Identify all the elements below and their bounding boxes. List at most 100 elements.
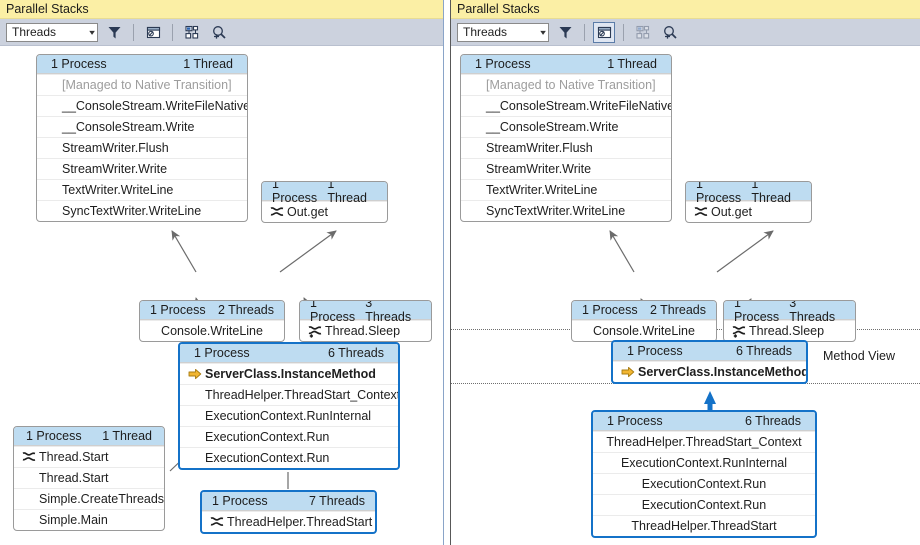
stack-frame-row[interactable]: ThreadHelper.ThreadStart_Context (593, 431, 815, 452)
frame-label: ThreadHelper.ThreadStart (631, 519, 777, 533)
view-mode-select[interactable]: Threads ▾ (457, 22, 549, 42)
frame-label: ExecutionContext.Run (641, 477, 767, 491)
stack-frame-row[interactable]: ThreadHelper.ThreadStart (593, 515, 815, 536)
stack-frame-row[interactable]: SyncTextWriter.WriteLine (461, 200, 671, 221)
node-header: 1 Process 2 Threads (572, 301, 716, 320)
process-count: 1 Process (310, 300, 356, 324)
stack-frame-row[interactable]: ExecutionContext.Run (180, 447, 398, 468)
stack-canvas-left: 1 Process 1 Thread [Managed to Native Tr… (0, 46, 443, 545)
stack-frame-row[interactable]: __ConsoleStream.Write (37, 116, 247, 137)
process-count: 1 Process (51, 57, 107, 71)
toolbar-left: Threads ▾ (0, 19, 443, 46)
frame-label: SyncTextWriter.WriteLine (486, 204, 626, 218)
view-mode-value: Threads (463, 25, 508, 39)
frame-label: ExecutionContext.RunInternal (620, 456, 788, 470)
method-view-icon[interactable] (142, 22, 164, 43)
stack-frame-row[interactable]: SyncTextWriter.WriteLine (37, 200, 247, 221)
panel-title-bar-right: Parallel Stacks (451, 0, 920, 19)
thread-count: 2 Threads (217, 303, 274, 317)
node-outget[interactable]: 1 Process 1 Thread Out.get (685, 181, 812, 223)
threads-icon (22, 451, 39, 463)
parallel-stacks-panel-left: Parallel Stacks Threads ▾ (0, 0, 443, 545)
process-count: 1 Process (212, 494, 268, 508)
frame-label: [Managed to Native Transition] (62, 78, 232, 92)
node-outget[interactable]: 1 Process 1 Thread Out.get (261, 181, 388, 223)
frame-label: Out.get (711, 205, 752, 219)
stack-frame-row-current[interactable]: ServerClass.InstanceMethod (613, 361, 806, 382)
thread-count: 1 Thread (327, 181, 367, 205)
stack-frame-row[interactable]: ExecutionContext.Run (593, 473, 815, 494)
frame-label: Thread.Start (39, 450, 109, 464)
stack-frame-row[interactable]: ExecutionContext.Run (180, 426, 398, 447)
stack-frame-row[interactable]: ExecutionContext.RunInternal (593, 452, 815, 473)
stack-frame-row[interactable]: __ConsoleStream.WriteFileNative (37, 95, 247, 116)
node-threadhelper-threadstart[interactable]: 1 Process 7 Threads ThreadHelper.ThreadS… (200, 490, 377, 534)
stack-frame-row[interactable]: ExecutionContext.Run (593, 494, 815, 515)
threads-plus-icon (308, 325, 325, 338)
chevron-down-icon: ▾ (89, 27, 95, 37)
stack-frame-row[interactable]: [Managed to Native Transition] (461, 74, 671, 95)
stack-frame-row[interactable]: StreamWriter.Flush (461, 137, 671, 158)
node-syncwriter[interactable]: 1 Process 1 Thread [Managed to Native Tr… (460, 54, 672, 222)
view-mode-value: Threads (12, 25, 57, 39)
stack-frame-row[interactable]: __ConsoleStream.WriteFileNative (461, 95, 671, 116)
frame-label: ServerClass.InstanceMethod (638, 365, 808, 379)
stack-canvas-right: Method View 1 Process 1 Thread [Managed … (451, 46, 920, 545)
node-threadsleep[interactable]: 1 Process 3 Threads Thread.Sleep (723, 300, 856, 342)
frame-label: __ConsoleStream.Write (62, 120, 195, 134)
toolbar-separator (623, 23, 624, 41)
stack-frame-row[interactable]: Thread.Start (14, 446, 164, 467)
node-header: 1 Process 1 Thread (461, 55, 671, 74)
node-callers-stack[interactable]: 1 Process 6 Threads ThreadHelper.ThreadS… (591, 410, 817, 538)
method-view-icon[interactable] (593, 21, 615, 43)
frame-label: ExecutionContext.Run (205, 451, 330, 465)
node-header: 1 Process 6 Threads (613, 342, 806, 361)
stack-frame-row[interactable]: ThreadHelper.ThreadStart_Context (180, 384, 398, 405)
process-count: 1 Process (582, 303, 638, 317)
node-threadsleep[interactable]: 1 Process 3 Threads Thread.Sleep (299, 300, 432, 342)
stack-frame-row[interactable]: Out.get (262, 201, 387, 222)
stack-frame-row[interactable]: TextWriter.WriteLine (37, 179, 247, 200)
thread-count: 6 Threads (735, 344, 792, 358)
stack-frame-row[interactable]: TextWriter.WriteLine (461, 179, 671, 200)
chevron-down-icon: ▾ (540, 27, 546, 37)
stack-frame-row[interactable]: StreamWriter.Flush (37, 137, 247, 158)
stack-frame-row[interactable]: ExecutionContext.RunInternal (180, 405, 398, 426)
node-serverclass-instancemethod[interactable]: 1 Process 6 Threads ServerClass.Instance… (178, 342, 400, 470)
stack-frame-row[interactable]: Simple.Main (14, 509, 164, 530)
node-serverclass-instancemethod[interactable]: 1 Process 6 Threads ServerClass.Instance… (611, 340, 808, 384)
filter-icon[interactable] (103, 22, 125, 43)
stack-frame-row[interactable]: __ConsoleStream.Write (461, 116, 671, 137)
show-stacks-icon[interactable] (181, 22, 203, 43)
frame-label: StreamWriter.Flush (62, 141, 169, 155)
filter-icon[interactable] (554, 22, 576, 43)
node-header: 1 Process 1 Thread (262, 182, 387, 205)
stack-frame-row[interactable]: ThreadHelper.ThreadStart (202, 511, 375, 532)
stack-frame-row[interactable]: StreamWriter.Write (461, 158, 671, 179)
stack-frame-row[interactable]: Out.get (686, 201, 811, 222)
stack-frame-row[interactable]: Console.WriteLine (140, 320, 284, 341)
node-consolewriteline[interactable]: 1 Process 2 Threads Console.WriteLine (571, 300, 717, 342)
stack-frame-row[interactable]: Console.WriteLine (572, 320, 716, 341)
process-count: 1 Process (475, 57, 531, 71)
frame-label: TextWriter.WriteLine (62, 183, 174, 197)
node-consolewriteline[interactable]: 1 Process 2 Threads Console.WriteLine (139, 300, 285, 342)
node-header: 1 Process 2 Threads (140, 301, 284, 320)
current-frame-arrow-icon (621, 366, 638, 378)
frame-label: Thread.Sleep (325, 324, 401, 338)
thread-count: 1 Thread (183, 57, 233, 71)
node-header: 1 Process 1 Thread (14, 427, 164, 446)
view-mode-select[interactable]: Threads ▾ (6, 22, 98, 42)
thread-count: 2 Threads (649, 303, 706, 317)
node-simple-main[interactable]: 1 Process 1 Thread Thread.Start Thread.S… (13, 426, 165, 531)
node-syncwriter[interactable]: 1 Process 1 Thread [Managed to Native Tr… (36, 54, 248, 222)
zoom-to-fit-icon[interactable] (659, 22, 681, 43)
zoom-to-fit-icon[interactable] (208, 22, 230, 43)
stack-frame-row[interactable]: Simple.CreateThreads (14, 488, 164, 509)
frame-label: ThreadHelper.ThreadStart (227, 515, 373, 529)
stack-frame-row[interactable]: StreamWriter.Write (37, 158, 247, 179)
stack-frame-row[interactable]: [Managed to Native Transition] (37, 74, 247, 95)
stack-frame-row-current[interactable]: ServerClass.InstanceMethod (180, 363, 398, 384)
threads-icon (210, 516, 227, 528)
stack-frame-row[interactable]: Thread.Start (14, 467, 164, 488)
